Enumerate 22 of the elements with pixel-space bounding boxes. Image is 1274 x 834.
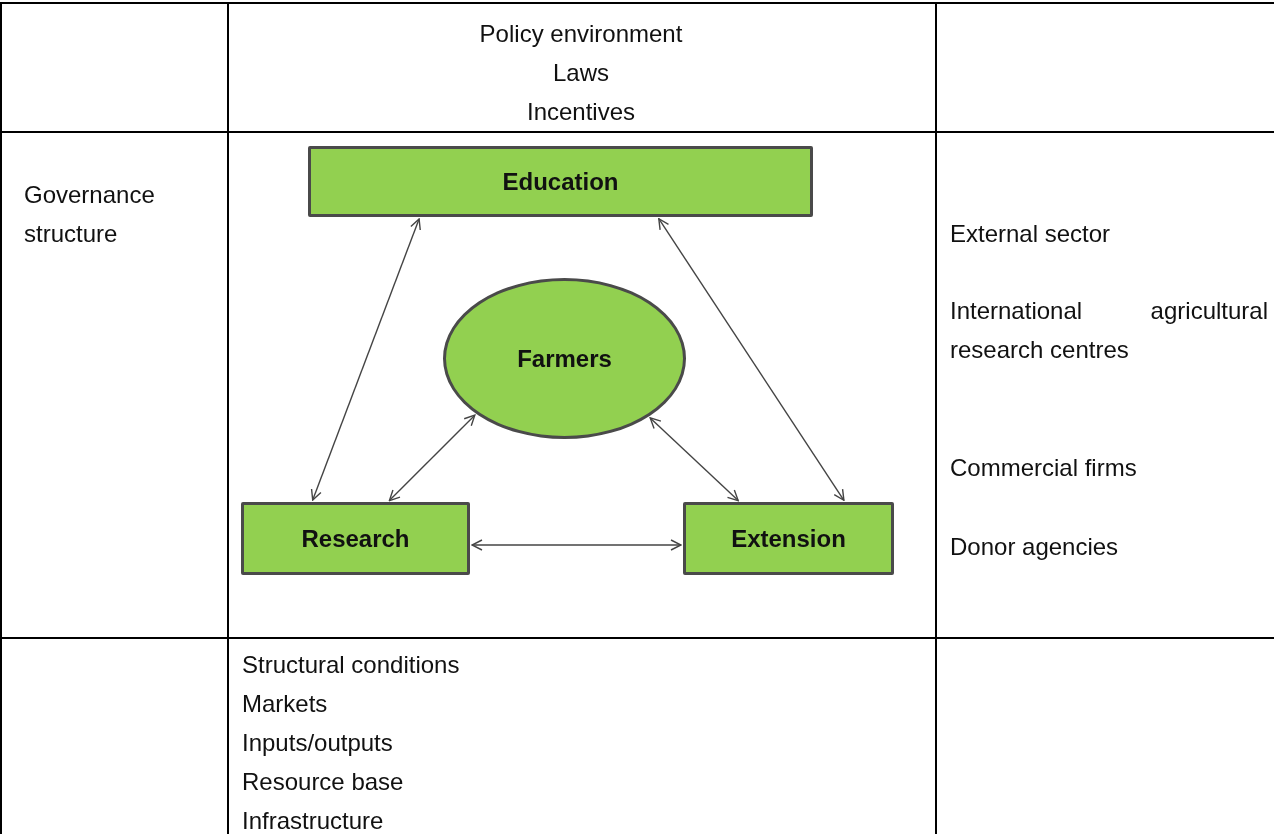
process-box: Extension <box>683 502 894 575</box>
double-arrow <box>471 539 682 551</box>
cell-text: Incentives <box>525 97 637 127</box>
double-arrow <box>649 417 739 502</box>
cell-text: Resource base <box>242 767 405 797</box>
cell-text: Inputs/outputs <box>242 728 394 758</box>
cell-text: External sector <box>950 219 1112 249</box>
cell-text: Donor agencies <box>950 532 1120 562</box>
double-arrow <box>388 414 476 502</box>
cell-text: Infrastructure <box>242 806 385 834</box>
cell-text: Structural conditions <box>242 650 461 680</box>
cell-text: International agricultural research centres <box>950 296 1268 365</box>
cell-text: Commercial firms <box>950 453 1138 483</box>
cell-text: Laws <box>552 58 610 88</box>
double-arrow <box>658 218 845 501</box>
cell-text: Markets <box>242 689 329 719</box>
cell-text: Policy environment <box>478 19 684 49</box>
process-box: Education <box>308 146 813 217</box>
ellipse-node: Farmers <box>443 278 686 439</box>
cell-text: Governance structure <box>24 180 156 249</box>
process-box: Research <box>241 502 470 575</box>
double-arrow <box>310 218 421 501</box>
